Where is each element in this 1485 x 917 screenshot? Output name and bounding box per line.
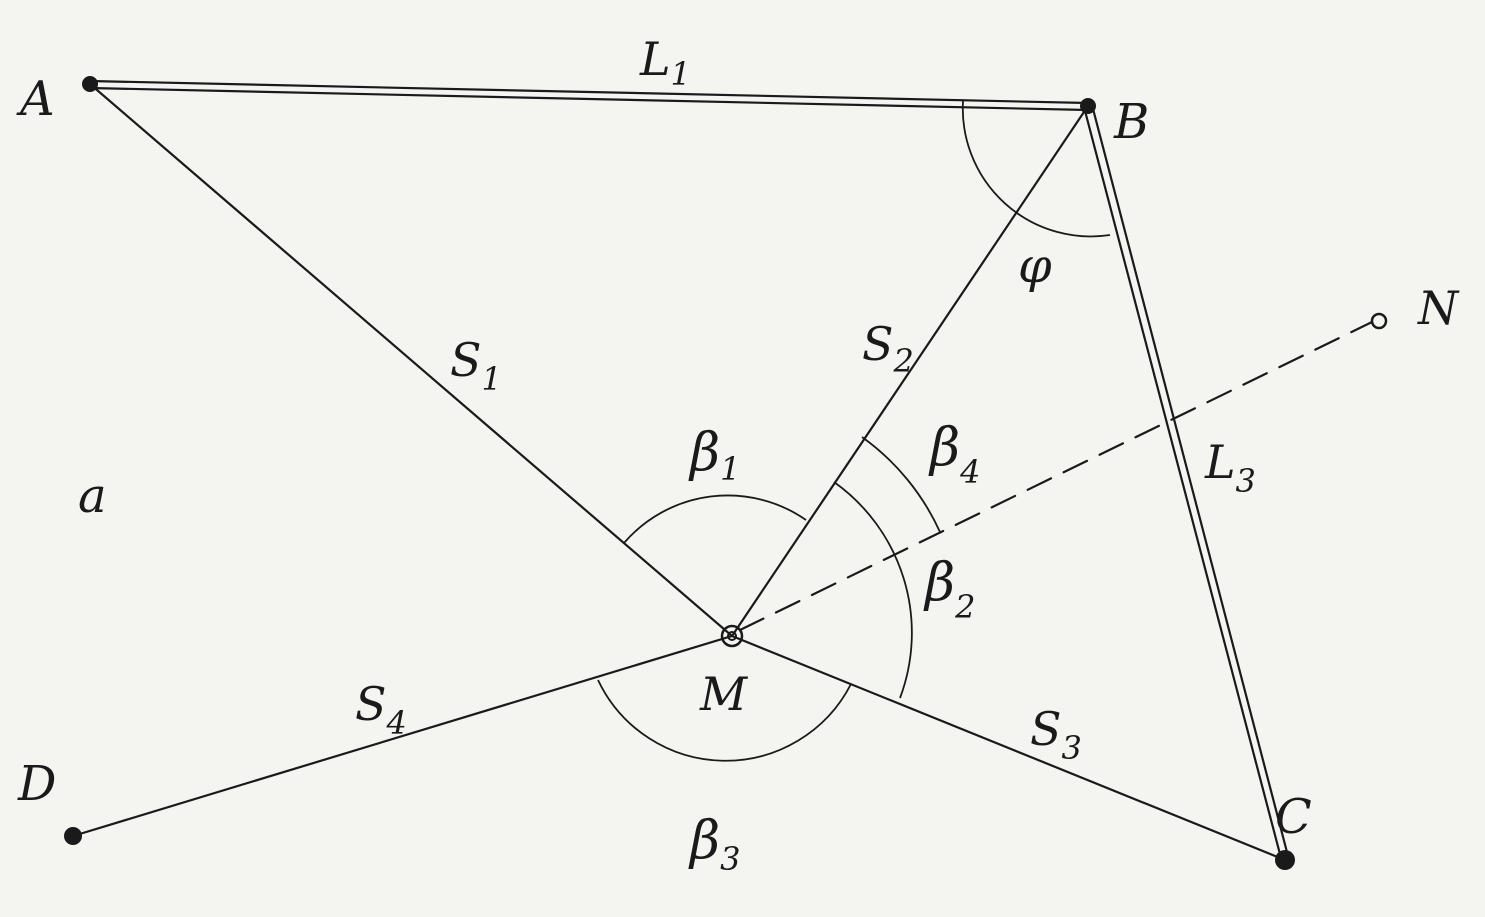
label-a: A bbox=[16, 71, 55, 127]
label-beta4: β4 bbox=[928, 418, 980, 491]
label-l3: L3 bbox=[1204, 435, 1256, 500]
line-s2 bbox=[730, 104, 1090, 638]
point-b bbox=[1080, 98, 1096, 114]
label-b: B bbox=[1113, 94, 1149, 150]
label-s4: S4 bbox=[355, 677, 407, 742]
label-n: N bbox=[1417, 281, 1460, 335]
line-l1 bbox=[88, 79, 1090, 112]
point-m bbox=[720, 624, 744, 648]
arc-beta3 bbox=[597, 679, 852, 762]
arc-beta1 bbox=[623, 494, 807, 544]
arc-beta2 bbox=[833, 481, 913, 699]
point-a bbox=[82, 76, 98, 92]
arc-phi bbox=[961, 100, 1111, 238]
label-s3: S3 bbox=[1030, 702, 1082, 767]
line-mn-dashed bbox=[738, 320, 1374, 632]
label-beta2: β2 bbox=[923, 553, 975, 626]
label-s2: S2 bbox=[862, 317, 914, 380]
label-phi: φ bbox=[1018, 238, 1052, 294]
label-l1: L1 bbox=[639, 32, 691, 93]
point-n bbox=[1370, 312, 1388, 330]
line-s1 bbox=[88, 82, 734, 638]
label-beta1: β1 bbox=[688, 423, 740, 488]
label-beta3: β3 bbox=[688, 811, 740, 878]
label-region-a: a bbox=[78, 468, 107, 524]
arc-beta4 bbox=[861, 436, 941, 533]
label-c: C bbox=[1275, 789, 1312, 845]
label-m: M bbox=[699, 667, 749, 721]
line-s3 bbox=[730, 634, 1287, 862]
point-c bbox=[1275, 850, 1295, 870]
line-s4 bbox=[71, 634, 734, 838]
label-d: D bbox=[17, 756, 56, 812]
label-s1: S1 bbox=[450, 333, 502, 398]
line-l3 bbox=[1082, 103, 1290, 860]
point-d bbox=[64, 827, 82, 845]
